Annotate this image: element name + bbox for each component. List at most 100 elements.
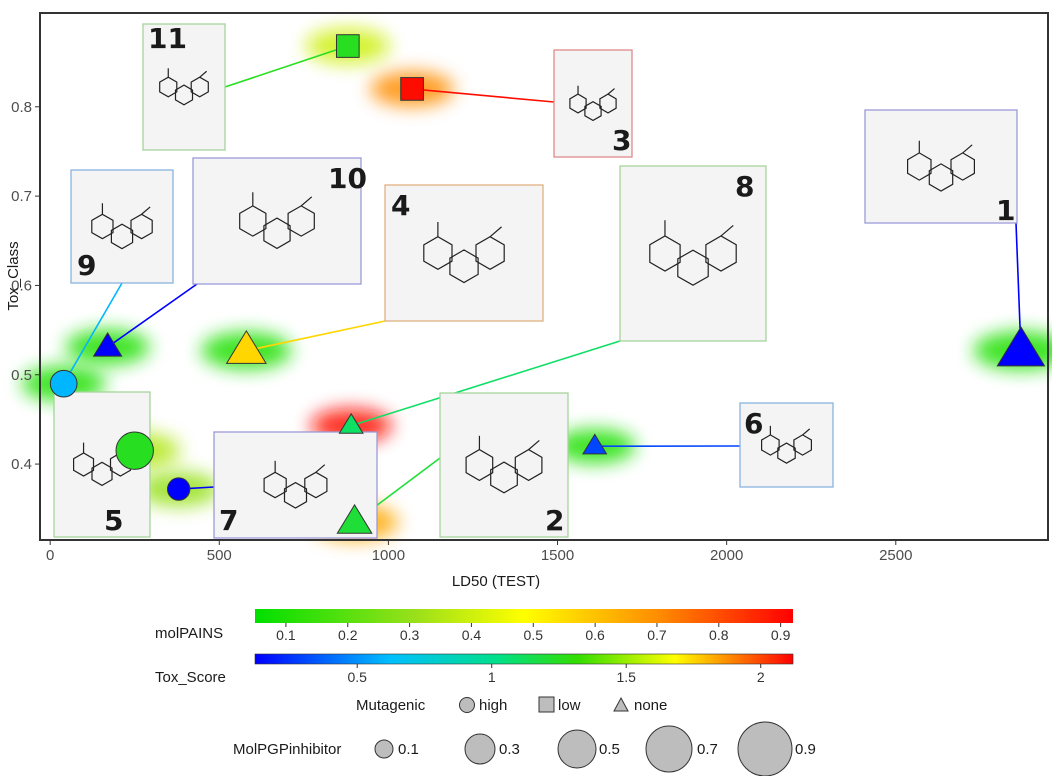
tox-score-colorbar [254,653,794,665]
molecule-ring [677,249,709,286]
molpains-tick-label: 0.8 [709,627,729,643]
legend-pgp-0.9-label: 0.9 [795,741,816,758]
structure-inset-4: 4 [384,184,544,322]
tox-score-tick-label: 1 [488,669,496,685]
point-8-leader-line [350,340,621,427]
molecule-bond [300,196,313,207]
structure-inset-10: 10 [192,157,367,285]
molecule-ring [705,235,737,272]
molpains-tick-label: 0.4 [462,627,482,643]
molecule-ring [465,448,494,482]
molecule-bond [962,144,973,154]
legend-pgp-0.5-label: 0.5 [599,741,620,758]
molecule-bond [141,206,151,215]
molecule-ring [72,452,95,477]
molecule-ring [584,101,602,122]
structure-inset-8: 8 [619,165,767,342]
x-tick-label: 1500 [541,547,574,564]
point-7-marker [166,477,191,501]
compound-number-11: 11 [148,22,187,55]
molpains-tick-label: 0.1 [276,627,296,643]
molpains-tick-label: 0.6 [585,627,605,643]
point-1-marker [996,326,1046,367]
point-6-marker [582,433,608,455]
molecule-ring [287,205,315,237]
plot-frame [39,12,1049,541]
molecule-ring [110,223,134,250]
legend-pgp-0.3 [464,733,496,765]
point-5-marker [115,431,154,470]
legend-pgp-0.1 [374,739,394,759]
inset-frame [739,402,834,488]
molecule-ring [777,442,796,464]
compound-number-4: 4 [391,189,410,222]
molecule-bond [199,70,208,78]
molecule-ring [906,152,932,181]
tox-score-tick-label: 2 [757,669,765,685]
legend-pgp-0.9 [737,721,793,776]
molecule-ring [475,236,505,270]
point-9-marker [49,369,78,398]
legend-pgp-0.3-label: 0.3 [499,741,520,758]
point-11-leader-line [224,45,349,88]
y-tick-label: 0.4 [11,456,32,473]
legend-low-marker [538,696,555,713]
y-axis-title: Tox_Class [5,241,22,310]
molpains-tick-label: 0.3 [400,627,420,643]
structure-inset-9: 9 [70,169,174,284]
x-tick-label: 1000 [372,547,405,564]
molecule-bond [315,464,326,473]
x-axis-title: LD50 (TEST) [452,573,540,590]
point-4-marker [225,329,267,364]
legend-high-label: high [479,697,507,714]
compound-number-6: 6 [744,407,763,440]
molecule-ring [263,471,287,499]
molecule-ring [130,213,153,240]
inset-frame [619,165,767,342]
inset-frame [384,184,544,322]
legend-pgp-0.5 [557,729,597,769]
molecule-ring [569,93,587,114]
molecule-ring [514,448,543,482]
molecule-bond [720,225,734,237]
molecule-ring [490,461,518,494]
point-2-marker [336,503,373,534]
molecule-ring [283,481,308,509]
molecule-ring [599,93,617,114]
legend-pgp-0.7-label: 0.7 [697,741,718,758]
compound-number-10: 10 [328,162,367,195]
molecule-ring [928,163,954,192]
molecule-ring [174,84,194,106]
pgp-legend-title: MolPGPinhibitor [233,741,341,758]
legend-none-label: none [634,697,667,714]
y-tick-label: 0.7 [11,188,32,205]
molpains-tick-label: 0.5 [524,627,544,643]
molecule-ring [449,249,479,284]
legend-low-label: low [558,697,581,714]
inset-frame [192,157,362,285]
legend-high-marker [459,697,475,713]
molecule-ring [793,434,813,456]
molecule-ring [263,217,291,250]
compound-number-9: 9 [77,249,96,282]
molecule-ring [91,213,114,240]
molpains-tick-label: 0.9 [771,627,791,643]
molecule-ring [190,76,209,98]
molecule-bond [528,439,540,451]
inset-frame [70,169,174,284]
molecule-bond [489,226,502,238]
point-10-marker [92,332,123,357]
molecule-ring [760,434,780,456]
molecule-ring [159,76,178,98]
legend-pgp-0.1-label: 0.1 [398,741,419,758]
inset-frame [439,392,569,538]
molecule-ring [649,235,681,272]
molpains-colorbar [255,609,793,623]
structure-inset-2: 2 [439,392,569,538]
tox-score-tick-label: 0.5 [347,669,367,685]
molecule-bond [607,88,615,95]
x-tick-label: 500 [207,547,232,564]
structure-inset-3: 3 [553,49,633,158]
point-11-marker [335,34,360,58]
point-3-marker [400,77,424,101]
